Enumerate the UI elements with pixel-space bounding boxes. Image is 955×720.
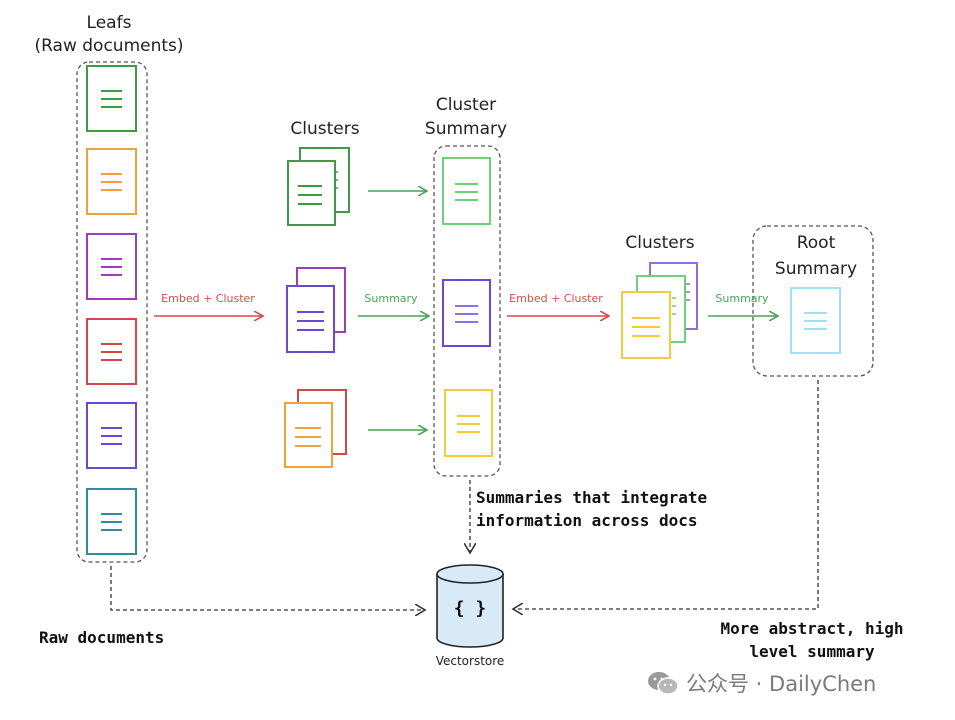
embed-cluster-label-1: Embed + Cluster [161, 292, 255, 305]
leafs-title-line1: Leafs [87, 13, 132, 33]
root-summary-title-line2: Summary [775, 259, 857, 279]
document-icon [444, 389, 493, 457]
leafs-title-line2: (Raw documents) [34, 36, 183, 56]
document-icon [86, 233, 137, 300]
document-stack-icon [284, 389, 347, 468]
root-summary-title-line1: Root [797, 233, 836, 253]
raw-documents-note: Raw documents [39, 628, 164, 647]
clusters-title-1: Clusters [290, 119, 359, 139]
summaries-note-line2: information across docs [476, 511, 698, 530]
document-icon [86, 488, 137, 555]
document-stack-icon [286, 267, 346, 353]
document-icon [86, 318, 137, 385]
cluster-summary-title-line1: Cluster [436, 95, 496, 115]
abstract-note-line1: More abstract, high [720, 619, 903, 638]
document-icon [442, 279, 491, 347]
watermark: 公众号 · DailyChen [646, 668, 876, 698]
vectorstore-glyph: { } [454, 598, 487, 619]
document-icon [790, 287, 841, 354]
wechat-icon [648, 672, 679, 695]
abstract-note-line2: level summary [749, 642, 875, 661]
document-icon [86, 65, 137, 132]
summaries-note-line1: Summaries that integrate [476, 488, 707, 507]
document-stack-icon [287, 147, 350, 226]
watermark-text: 公众号 · DailyChen [686, 672, 877, 696]
document-icon [442, 157, 491, 225]
cluster-summary-title-line2: Summary [425, 119, 507, 139]
document-stack-icon [621, 262, 698, 359]
arrow-icon [110, 566, 424, 610]
summary-label-1: Summary [364, 292, 418, 305]
document-icon [86, 402, 137, 469]
leafs-container [76, 61, 148, 563]
clusters-title-2: Clusters [625, 233, 694, 253]
summary-label-2: Summary [715, 292, 769, 305]
root-summary-container [752, 225, 874, 377]
embed-cluster-label-2: Embed + Cluster [509, 292, 603, 305]
document-icon [86, 148, 137, 215]
cluster-summary-container [433, 145, 501, 477]
vectorstore-label: Vectorstore [436, 654, 505, 668]
database-icon: { } [436, 564, 504, 648]
